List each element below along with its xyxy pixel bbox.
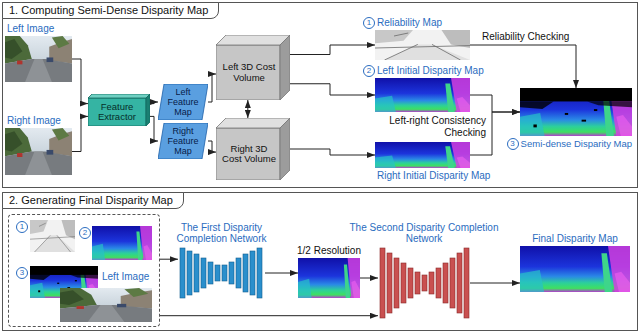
panel-heading: 1. Computing Semi-Dense Disparity Map [2,2,219,19]
connector-arrow [160,259,178,260]
connector-arrow [470,45,576,88]
connector-arrow [72,116,88,151]
network-caption: The First Disparity Completion Network [167,222,277,244]
image-caption: Left Image [7,23,54,34]
connector-arrow [150,116,158,141]
image-caption: 1/2 Resolution [297,245,361,256]
cube-side [280,118,290,180]
callout-number: 1 [363,17,375,29]
connector-arrow [160,315,378,316]
feature-map-box: Right Feature Map [158,123,208,159]
box-top [88,94,150,98]
disparity-image [520,246,630,292]
box-label: Right 3D Cost Volume [220,144,278,165]
callout-number: 1 [16,221,28,233]
parallelogram [158,84,208,120]
connector-group [72,45,576,316]
disparity-image [375,78,470,112]
image-caption: Right Image [7,115,61,126]
street-photo [5,36,72,82]
connector-arrow [150,102,158,104]
cube-front [216,45,280,100]
feature-map-box: Left Feature Map [158,84,208,120]
callout-number: 2 [79,227,91,239]
parallelogram [158,123,208,159]
image-caption: Right Initial Disparity Map [377,170,490,181]
box-label: Right Feature Map [166,126,200,156]
cube-top [216,118,290,128]
image-panel: Final Disparity Map [520,246,630,292]
semi-dense-image [520,88,632,136]
street-photo [5,128,72,175]
label-holder: Right 3D Cost Volume [218,128,280,180]
image-caption: Semi-dense Disparity Map [521,138,632,149]
first-network-layers [180,248,262,298]
callout-number: 3 [16,267,28,279]
connector-arrow [360,278,378,279]
image-panel: Left Image [5,36,72,82]
connector-arrow [247,100,248,118]
panel-heading: 2. Generating Final Disparity Map [2,192,184,209]
second-network-layers [380,248,469,318]
image-panel: Reliability Map [375,30,470,60]
box-front [88,98,146,126]
connector-arrow [72,59,88,104]
box-label: Left Feature Map [166,87,200,117]
image-panel: Right Image [5,128,72,175]
image-panel: Left Initial Disparity Map [375,78,470,112]
image-panel: Right Initial Disparity Map [375,142,470,168]
image-caption: Final Disparity Map [532,233,618,244]
edge-label: Reliability Checking [480,31,571,43]
image-caption: Left Initial Disparity Map [377,65,484,76]
cube-front [216,128,280,180]
cost-volume-cube: Right 3D Cost Volume [216,118,290,180]
label-holder: Right Feature Map [164,123,202,159]
image-panel: Semi-dense Disparity Map [520,88,632,136]
network-block: The First Disparity Completion Network [178,246,265,300]
cube-side [280,35,290,100]
connector-arrow [265,273,298,274]
image-caption: Left Image [102,271,149,282]
cost-volume-cube: Left 3D Cost Volume [216,35,290,100]
process-box: Feature Extractor [88,94,150,126]
callout-number: 3 [507,138,519,150]
connector-arrow [470,95,520,112]
connector-arrow [290,45,375,55]
connector-arrow [208,141,216,152]
network-caption: The Second Disparity Completion Network [349,222,499,244]
connector-arrow [470,283,520,284]
disparity-image [298,258,360,298]
reliability-image [375,30,470,60]
image-panel: 1/2 Resolution [298,258,360,298]
connector-arrow [290,149,375,155]
callout-number: 2 [363,65,375,77]
street-photo [60,288,152,322]
box-label: Left 3D Cost Volume [220,62,278,83]
box-label: Feature Extractor [90,102,144,123]
disparity-image [92,226,152,260]
label-holder: Feature Extractor [88,98,146,126]
disparity-image [375,142,470,168]
connector-arrow [290,84,375,95]
label-holder: Left 3D Cost Volume [218,45,280,100]
panel-frame: Left ImageRight ImageFeature ExtractorLe… [2,2,638,188]
connector-arrow [208,74,216,102]
reliability-image [30,220,75,252]
box-side [146,94,150,126]
edge-label: Left-right Consistency Checking [372,115,488,138]
panel-frame: Left Image The First Disparity Completion… [2,192,638,331]
network-block: The Second Disparity Completion Network [378,246,470,320]
image-caption: Reliability Map [377,17,442,28]
label-holder: Left Feature Map [164,84,202,120]
cube-top [216,35,290,45]
